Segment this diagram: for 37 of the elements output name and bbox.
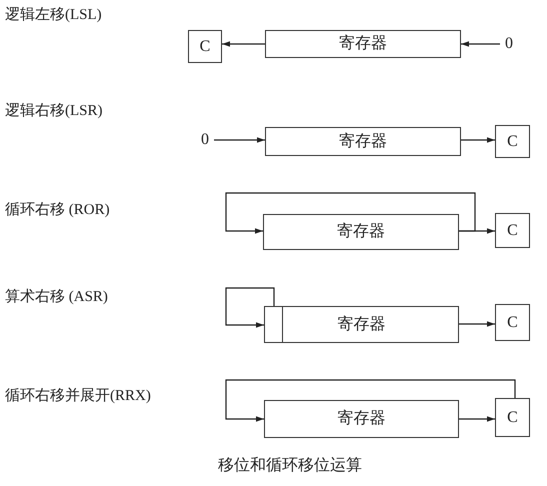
register-label: 寄存器 xyxy=(339,134,387,150)
shift-mode-label: 循环右移 (ROR) xyxy=(5,203,110,218)
input-value: 0 xyxy=(201,132,209,148)
flag-label: C xyxy=(507,410,518,426)
register-box xyxy=(264,400,459,438)
arrow xyxy=(222,41,265,47)
register-label: 寄存器 xyxy=(338,316,386,332)
register-box xyxy=(265,127,461,156)
flag-box xyxy=(188,30,222,63)
register-box xyxy=(263,214,459,250)
shift-mode-label: 循环右移并展开(RRX) xyxy=(5,389,151,404)
arrow xyxy=(461,137,495,143)
arrow xyxy=(214,137,265,143)
flag-label: C xyxy=(507,222,518,238)
shift-mode-label: 逻辑右移(LSR) xyxy=(5,104,102,119)
arrow xyxy=(461,41,500,47)
register-label: 寄存器 xyxy=(339,36,387,52)
caption: 移位和循环移位运算 xyxy=(218,458,362,474)
flag-box xyxy=(495,125,530,158)
arrow xyxy=(459,416,495,422)
arrow xyxy=(459,321,495,327)
shift-mode-label: 逻辑左移(LSL) xyxy=(5,8,102,23)
register-label: 寄存器 xyxy=(338,411,386,427)
flag-box xyxy=(495,398,530,437)
register-box xyxy=(264,306,459,343)
flag-box xyxy=(495,213,530,248)
arrow xyxy=(225,379,516,422)
flag-label: C xyxy=(507,314,518,330)
shift-mode-label: 算术右移 (ASR) xyxy=(5,290,108,305)
register-box xyxy=(265,30,461,58)
register-label: 寄存器 xyxy=(337,224,385,240)
arrow xyxy=(225,287,275,328)
arrow xyxy=(225,192,476,234)
input-value: 0 xyxy=(505,36,513,52)
flag-box xyxy=(495,304,530,341)
flag-label: C xyxy=(507,134,518,150)
flag-label: C xyxy=(200,38,210,54)
